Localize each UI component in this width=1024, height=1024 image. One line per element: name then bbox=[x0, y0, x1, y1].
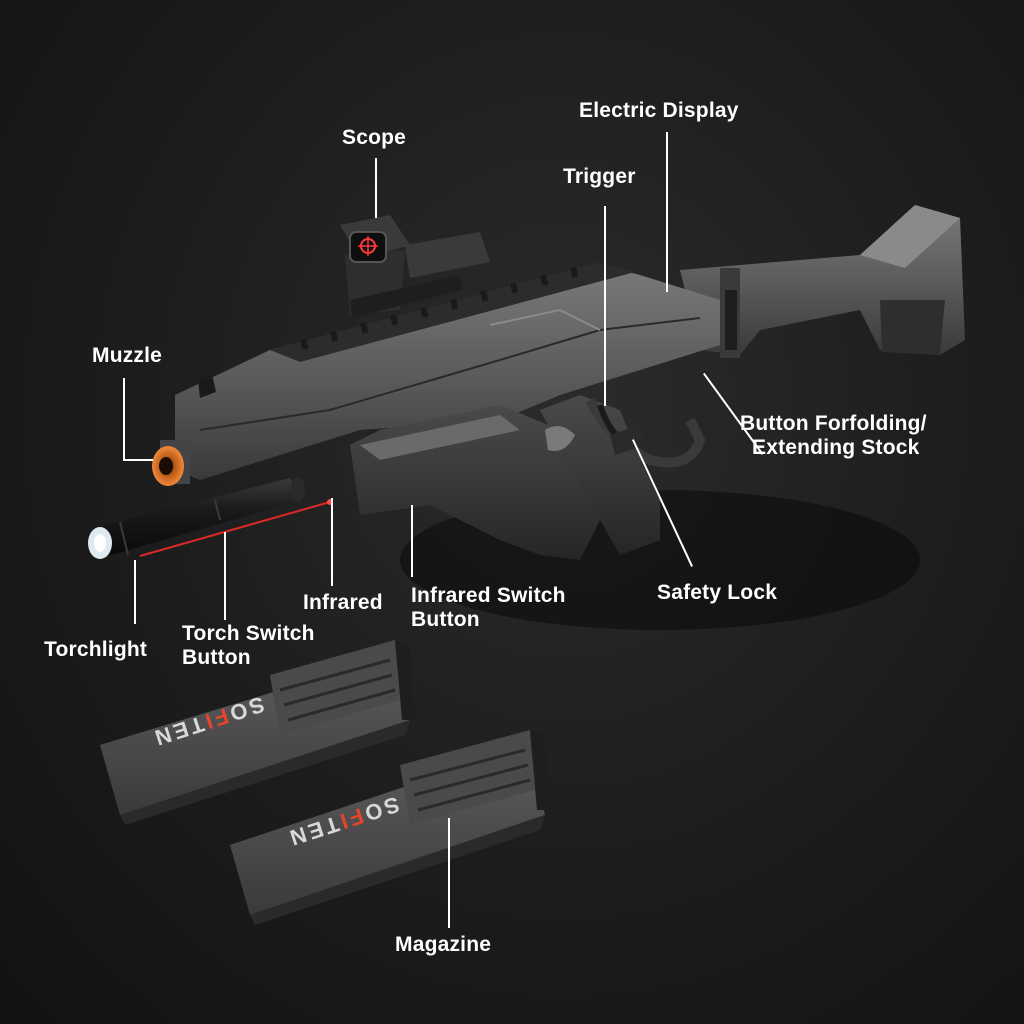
magazine-label: Magazine bbox=[395, 933, 492, 956]
scope bbox=[340, 215, 490, 318]
laser-beam bbox=[139, 501, 331, 557]
safety-lock-label: Safety Lock bbox=[657, 581, 778, 604]
torch-switch-label: Torch Switch Button bbox=[182, 622, 315, 670]
electric-display-leader bbox=[666, 132, 668, 292]
infrared-leader bbox=[331, 498, 333, 586]
infrared-switch-leader bbox=[411, 505, 413, 577]
muzzle-leader-h bbox=[123, 459, 153, 461]
infrared-switch-label-line2: Button bbox=[411, 608, 480, 631]
infrared-switch-label: Infrared Switch Button bbox=[411, 584, 566, 632]
receiver-body bbox=[175, 262, 720, 480]
trigger-label: Trigger bbox=[563, 165, 636, 188]
stock bbox=[680, 205, 965, 358]
muzzle-label: Muzzle bbox=[92, 344, 163, 367]
stock-button-label-line2: Extending Stock bbox=[752, 436, 920, 459]
torch-switch-leader bbox=[224, 532, 226, 620]
magazine-2 bbox=[230, 730, 550, 925]
scope-leader bbox=[375, 158, 377, 218]
scope-label: Scope bbox=[342, 126, 407, 149]
torch-switch-label-line1: Torch Switch bbox=[182, 622, 315, 645]
magazine-leader bbox=[448, 818, 450, 928]
stock-button-label: Button Forfolding/ Extending Stock bbox=[740, 412, 927, 460]
lower-receiver bbox=[350, 395, 706, 560]
muzzle-leader bbox=[123, 378, 125, 460]
torchlight bbox=[88, 477, 305, 559]
trigger-leader bbox=[604, 206, 606, 406]
infrared-label: Infrared bbox=[303, 591, 383, 614]
stock-button-label-line1: Button Forfolding/ bbox=[740, 412, 927, 435]
torchlight-leader bbox=[134, 560, 136, 624]
magazine-1 bbox=[100, 640, 415, 825]
electric-display-label: Electric Display bbox=[579, 99, 739, 122]
infrared-switch-label-line1: Infrared Switch bbox=[411, 584, 566, 607]
muzzle bbox=[152, 440, 190, 486]
torch-switch-label-line2: Button bbox=[182, 646, 251, 669]
torchlight-label: Torchlight bbox=[44, 638, 148, 661]
